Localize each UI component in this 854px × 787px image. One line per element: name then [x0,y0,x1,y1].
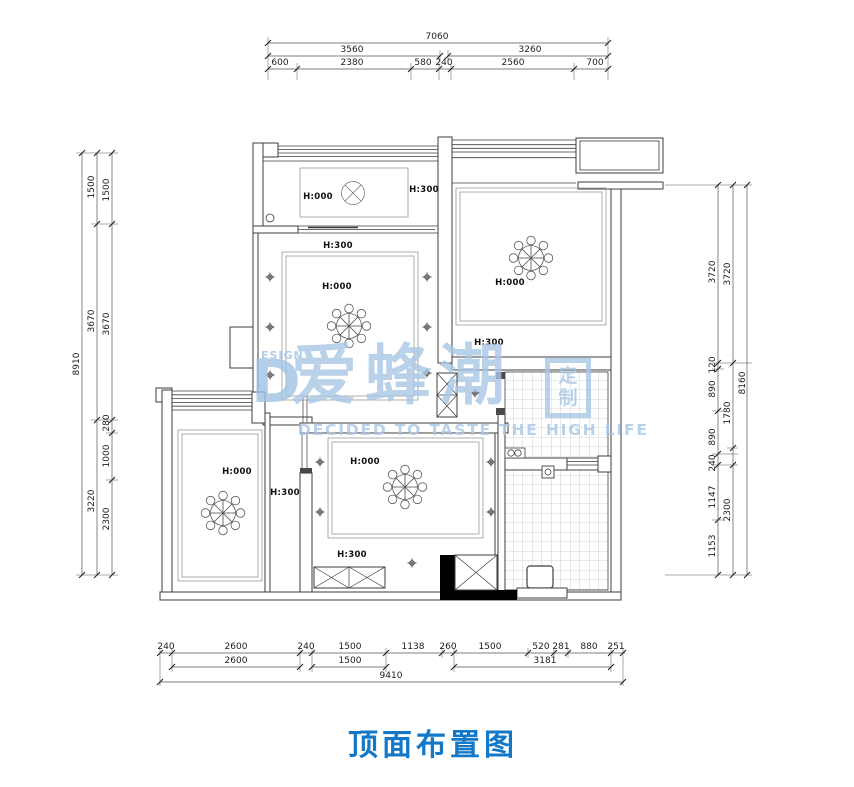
downlight-icon [470,388,480,398]
dim-label: 1500 [338,656,362,666]
dim-label: 1147 [708,485,718,509]
dim-label: 1138 [401,642,425,652]
dim-label: 3181 [533,656,557,666]
dim-label: 3260 [518,45,542,55]
dim-label: 2600 [224,656,248,666]
dim-label: 281 [552,642,570,652]
downlight-icon [486,457,496,467]
dim-label: 3720 [723,262,733,286]
dim-label: 890 [708,380,718,398]
dim-label: 3670 [102,312,112,336]
dim-label: 520 [532,642,550,652]
dim-label: 1000 [102,444,112,468]
chandelier-icon [508,235,554,281]
dim-label: 2560 [501,58,525,68]
downlight-icon [422,322,432,332]
downlight-icon [265,370,275,380]
drawing-title: 顶面布置图 [348,728,518,763]
dim-label: 7060 [425,32,449,42]
dim-label: 2380 [340,58,364,68]
dim-label: 1153 [708,534,718,558]
dim-label: 580 [414,58,432,68]
downlight-icon [407,558,417,568]
chandelier-icon [200,490,246,536]
dim-label: 251 [607,642,625,652]
dimension-lines-layer [76,37,752,686]
ceiling-height-label: H:300 [270,488,300,498]
dim-label: 3670 [87,309,97,333]
dim-label: 600 [271,58,289,68]
downlight-icon [486,507,496,517]
ceiling-height-label: H:000 [322,282,352,292]
dim-label: 2300 [723,498,733,522]
walls-layer [155,136,664,601]
downlight-icon [315,507,325,517]
dim-label: 1500 [478,642,502,652]
dim-label: 890 [708,428,718,446]
dim-label: 3220 [87,489,97,513]
ceiling-height-label: H:000 [495,278,525,288]
ceiling-height-label: H:300 [337,550,367,560]
dim-label: 240 [297,642,315,652]
dim-label: 1500 [338,642,362,652]
downlight-icon [422,368,432,378]
flush-light-icon [341,181,365,205]
dim-label: 8910 [72,352,82,376]
downlight-icon [265,322,275,332]
downlight-icon [422,272,432,282]
dim-label: 1500 [87,175,97,199]
ceiling-height-label: H:000 [222,467,252,477]
dim-label: 240 [157,642,175,652]
dim-label: 240 [708,454,718,472]
dim-label: 120 [708,356,718,374]
ceiling-height-label: H:300 [323,241,353,251]
dim-label: 240 [435,58,453,68]
ceiling-height-label: H:300 [409,185,439,195]
dim-label: 3560 [340,45,364,55]
dim-label: 260 [439,642,457,652]
dim-label: 8160 [738,371,748,395]
downlight-icon [265,272,275,282]
ceiling-height-label: H:000 [303,192,333,202]
dim-label: 700 [586,58,604,68]
dim-label: 880 [580,642,598,652]
dim-label: 280 [102,414,112,432]
dim-label: 2600 [224,642,248,652]
dim-label: 3720 [708,260,718,284]
dim-label: 1500 [102,178,112,202]
downlight-icon [315,457,325,467]
ceiling-height-label: H:300 [474,338,504,348]
chandelier-icon [326,303,372,349]
chandelier-icon [382,464,428,510]
dim-label: 1780 [723,401,733,425]
ceiling-height-label: H:000 [350,457,380,467]
dim-label: 2300 [102,507,112,531]
dim-label: 9410 [379,671,403,681]
